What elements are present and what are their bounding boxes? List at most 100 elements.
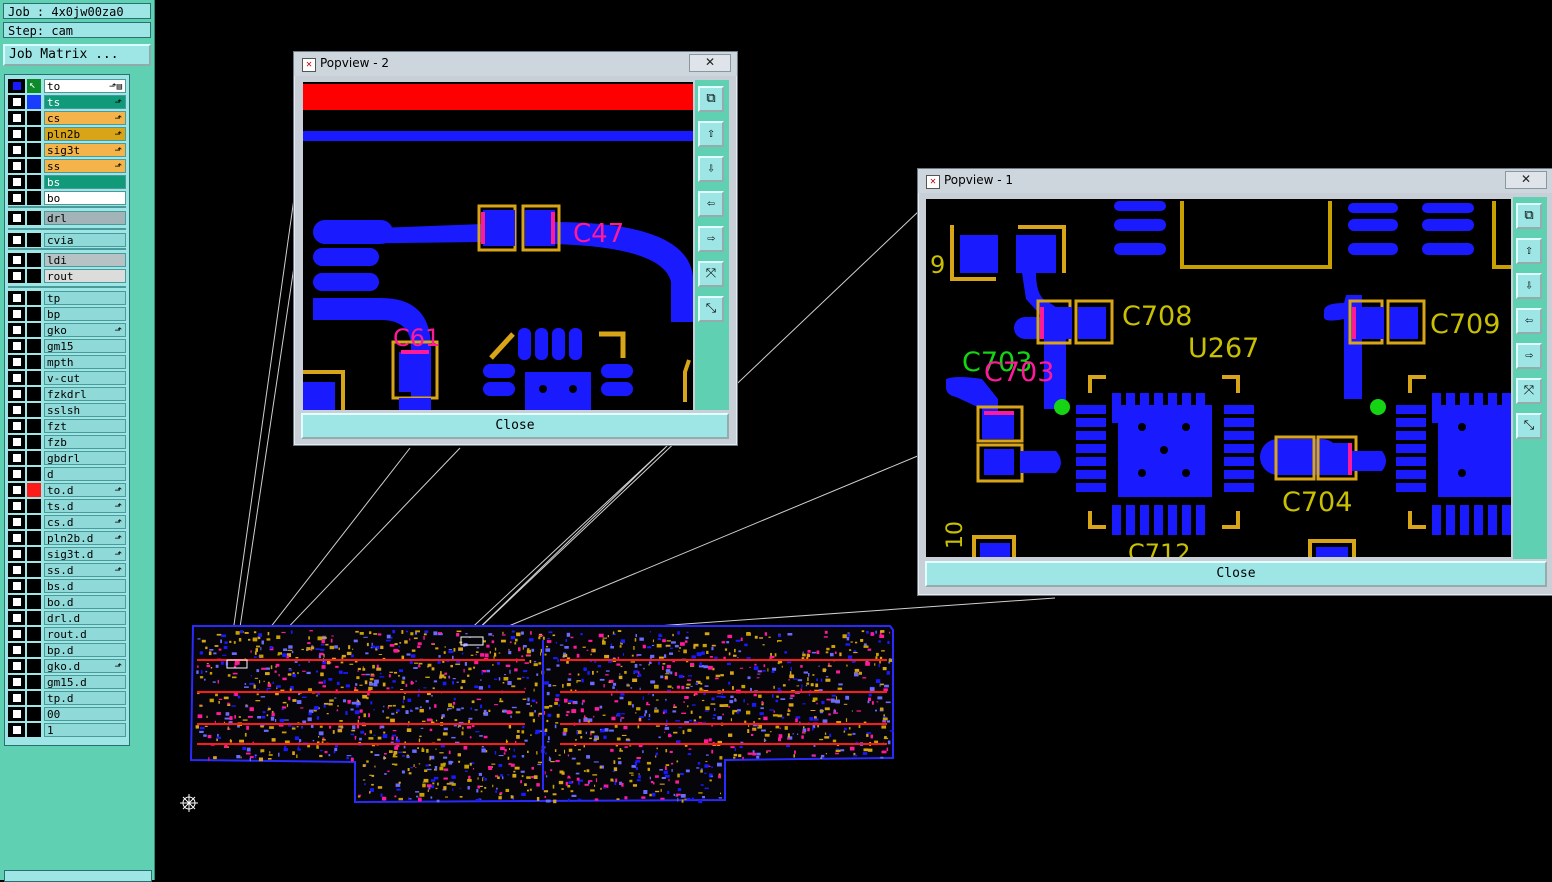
layer-color-chip[interactable]	[27, 595, 41, 609]
layer-name[interactable]: sig3t⬏	[44, 143, 126, 157]
pan-right-button[interactable]: ⇨	[698, 226, 724, 252]
layer-color-chip[interactable]	[27, 627, 41, 641]
layer-row-bo[interactable]: bo	[8, 191, 126, 205]
layer-color-chip[interactable]	[27, 419, 41, 433]
layer-name[interactable]: 1	[44, 723, 126, 737]
layer-checkbox[interactable]	[8, 675, 25, 689]
pan-right-button[interactable]: ⇨	[1516, 343, 1542, 369]
layer-color-chip[interactable]	[27, 451, 41, 465]
layer-row-1[interactable]: 1	[8, 723, 126, 737]
zoom-in-button[interactable]: ⤧	[698, 261, 724, 287]
layer-name[interactable]: gko.d⬏	[44, 659, 126, 673]
layer-row-00[interactable]: 00	[8, 707, 126, 721]
layer-row-v-cut[interactable]: v-cut	[8, 371, 126, 385]
layer-name[interactable]: rout.d	[44, 627, 126, 641]
layer-name[interactable]: gm15.d	[44, 675, 126, 689]
layer-row-d[interactable]: d	[8, 467, 126, 481]
layer-checkbox[interactable]	[8, 95, 25, 109]
layer-checkbox[interactable]	[8, 403, 25, 417]
popview-2-window[interactable]: ✕ Popview - 2 ✕	[293, 51, 738, 446]
layer-color-chip[interactable]	[27, 499, 41, 513]
layer-checkbox[interactable]	[8, 499, 25, 513]
layer-color-chip[interactable]	[27, 563, 41, 577]
layer-name[interactable]: fzt	[44, 419, 126, 433]
layer-checkbox[interactable]	[8, 579, 25, 593]
layer-color-chip[interactable]	[27, 211, 41, 225]
graphic-canvas[interactable]: ✕ Popview - 2 ✕	[155, 0, 1552, 880]
pan-down-button[interactable]: ⇩	[698, 156, 724, 182]
layer-row-sig3t[interactable]: sig3t⬏	[8, 143, 126, 157]
layer-row-mpth[interactable]: mpth	[8, 355, 126, 369]
layer-name[interactable]: to.d⬏	[44, 483, 126, 497]
pan-down-button[interactable]: ⇩	[1516, 273, 1542, 299]
layer-checkbox[interactable]	[8, 111, 25, 125]
layer-checkbox[interactable]	[8, 627, 25, 641]
layer-color-chip[interactable]	[27, 659, 41, 673]
layer-row-ts-d[interactable]: ts.d⬏	[8, 499, 126, 513]
layer-name[interactable]: bs	[44, 175, 126, 189]
layer-name[interactable]: cs.d⬏	[44, 515, 126, 529]
layer-color-chip[interactable]	[27, 127, 41, 141]
layer-color-chip[interactable]	[27, 307, 41, 321]
layer-color-chip[interactable]	[27, 435, 41, 449]
layer-row-fzb[interactable]: fzb	[8, 435, 126, 449]
layer-name[interactable]: drl.d	[44, 611, 126, 625]
popview-1-close-button[interactable]: Close	[925, 561, 1547, 587]
layer-color-chip[interactable]	[27, 483, 41, 497]
layer-row-ts[interactable]: ts⬏	[8, 95, 126, 109]
layer-name[interactable]: sig3t.d⬏	[44, 547, 126, 561]
layer-color-chip[interactable]	[27, 707, 41, 721]
layer-name[interactable]: mpth	[44, 355, 126, 369]
layer-checkbox[interactable]	[8, 387, 25, 401]
layer-row-drl-d[interactable]: drl.d	[8, 611, 126, 625]
layer-name[interactable]: ts⬏	[44, 95, 126, 109]
layer-row-gko-d[interactable]: gko.d⬏	[8, 659, 126, 673]
layer-row-pln2b[interactable]: pln2b⬏	[8, 127, 126, 141]
pan-up-button[interactable]: ⇧	[698, 121, 724, 147]
layer-color-chip[interactable]	[27, 269, 41, 283]
pan-left-button[interactable]: ⇦	[1516, 308, 1542, 334]
layer-checkbox[interactable]	[8, 563, 25, 577]
layer-color-chip[interactable]	[27, 515, 41, 529]
layer-checkbox[interactable]	[8, 253, 25, 267]
layer-row-tp[interactable]: tp	[8, 291, 126, 305]
layer-row-sig3t-d[interactable]: sig3t.d⬏	[8, 547, 126, 561]
layer-name[interactable]: pln2b⬏	[44, 127, 126, 141]
layer-name[interactable]: drl	[44, 211, 126, 225]
layer-row-ss[interactable]: ss⬏	[8, 159, 126, 173]
layer-row-to-d[interactable]: to.d⬏	[8, 483, 126, 497]
layer-name[interactable]: sslsh	[44, 403, 126, 417]
popview-2-close-x-button[interactable]: ✕	[689, 54, 731, 72]
layer-color-chip[interactable]	[27, 403, 41, 417]
pcb-board[interactable]	[189, 625, 894, 804]
layer-name[interactable]: gm15	[44, 339, 126, 353]
layer-name[interactable]: cvia	[44, 233, 126, 247]
layer-checkbox[interactable]	[8, 531, 25, 545]
layer-name[interactable]: tp.d	[44, 691, 126, 705]
layer-color-chip[interactable]	[27, 547, 41, 561]
layer-name[interactable]: d	[44, 467, 126, 481]
layer-row-cs-d[interactable]: cs.d⬏	[8, 515, 126, 529]
zoom-out-button[interactable]: ⤡	[698, 296, 724, 322]
layer-color-chip[interactable]	[27, 371, 41, 385]
layer-name[interactable]: tp	[44, 291, 126, 305]
layer-checkbox[interactable]	[8, 435, 25, 449]
layer-checkbox[interactable]	[8, 483, 25, 497]
layer-name[interactable]: fzkdrl	[44, 387, 126, 401]
layer-name[interactable]: bp.d	[44, 643, 126, 657]
layer-color-chip[interactable]	[27, 387, 41, 401]
popview-2-viewport[interactable]: C47 C61	[303, 82, 693, 410]
zoom-fit-button[interactable]: ⧉	[698, 86, 724, 112]
layer-row-cs[interactable]: cs⬏	[8, 111, 126, 125]
layer-row-drl[interactable]: drl	[8, 211, 126, 225]
layer-color-chip[interactable]	[27, 691, 41, 705]
layer-name[interactable]: pln2b.d⬏	[44, 531, 126, 545]
layer-checkbox[interactable]	[8, 307, 25, 321]
zoom-in-button[interactable]: ⤧	[1516, 378, 1542, 404]
layer-name[interactable]: ss⬏	[44, 159, 126, 173]
layer-row-sslsh[interactable]: sslsh	[8, 403, 126, 417]
layer-color-chip[interactable]	[27, 531, 41, 545]
layer-checkbox[interactable]	[8, 159, 25, 173]
layer-row-bs[interactable]: bs	[8, 175, 126, 189]
layer-color-chip[interactable]	[27, 253, 41, 267]
